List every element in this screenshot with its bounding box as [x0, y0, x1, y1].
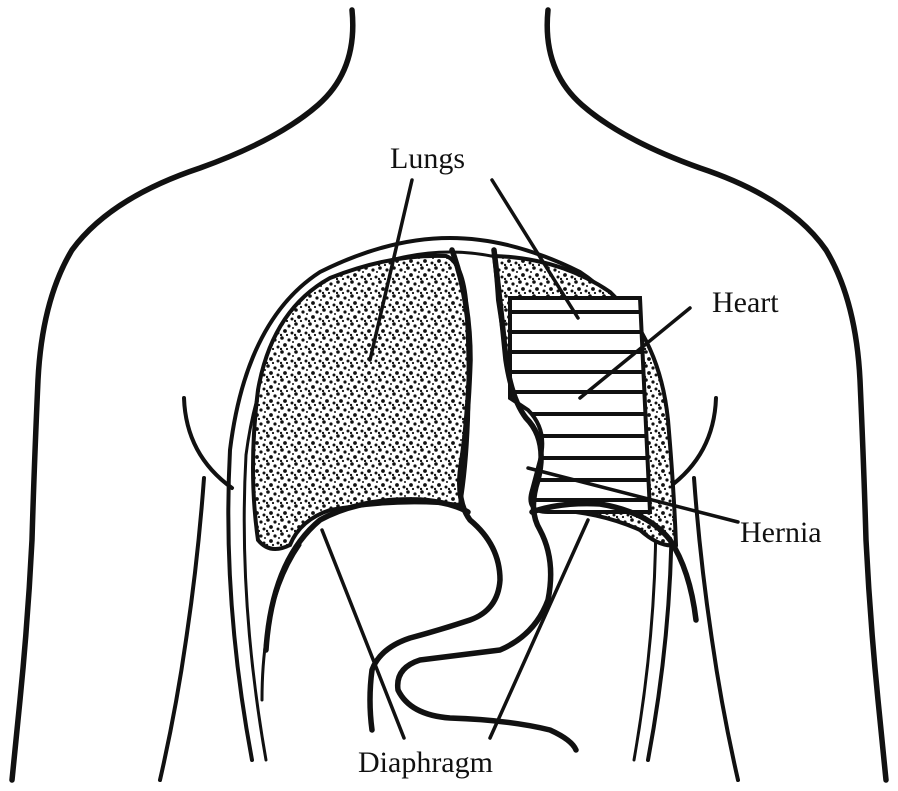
heart-label: Heart: [712, 286, 779, 319]
diaphragm-label: Diaphragm: [358, 746, 493, 779]
diaphragm-left-inner: [262, 545, 300, 700]
hernia-label: Hernia: [740, 516, 822, 549]
diaphragm-leader-left: [322, 530, 404, 738]
diaphragm-leader-right: [490, 520, 588, 738]
right-arm-line: [668, 398, 716, 488]
left-flank-line: [160, 478, 204, 780]
lungs-label: Lungs: [390, 142, 465, 175]
left-arm-line: [184, 398, 232, 488]
right-flank-line: [694, 478, 738, 780]
